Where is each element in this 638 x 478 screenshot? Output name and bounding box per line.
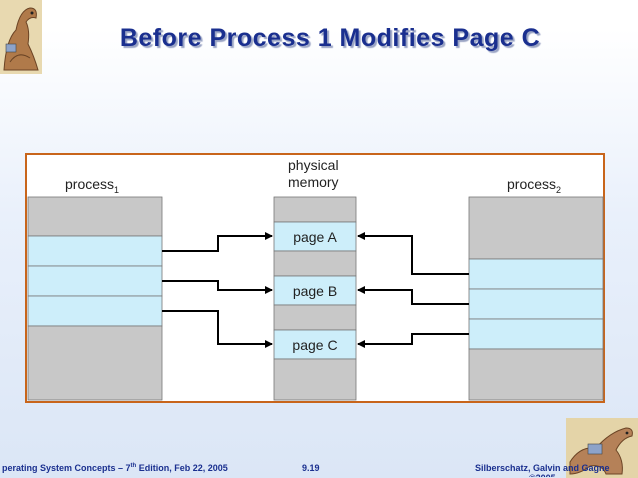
memory-page-a [273,221,357,252]
dinosaur-logo-bottom [566,418,638,478]
memory-block-gap-2 [273,304,357,331]
process2-block-page-b [468,288,604,320]
arrow-p1-page-b [162,280,273,294]
process2-block-top [468,196,604,260]
memory-page-b [273,275,357,306]
process1-block-bottom [27,325,163,401]
memory-page-c [273,329,357,360]
memory-block-gap-1 [273,250,357,277]
slide-title: Before Process 1 Modifies Page C [119,24,541,52]
process1-block-page-b [27,265,163,297]
footer-course-info: perating System Concepts – 7th Edition, … [2,463,228,473]
arrow-p2-page-b [357,286,469,305]
process1-block-page-c [27,295,163,327]
process1-column [27,196,163,401]
memory-page-b-label: page B [293,283,337,299]
arrow-p1-page-c [162,310,273,348]
footer-page-number: 9.19 [302,463,320,473]
physical-memory-label: physical memory [288,157,339,190]
process2-block-bottom [468,348,604,401]
process1-label: process1 [65,176,120,195]
physical-memory-column [273,196,357,401]
arrow-p2-page-a [357,232,469,275]
footer-authors: Silberschatz, Galvin and Gagne ©2005 [475,463,610,477]
dinosaur-logo-top [0,0,42,74]
memory-block-bottom [273,358,357,401]
process2-column [468,196,604,401]
process1-block-top [27,196,163,237]
memory-page-c-label: page C [292,337,337,353]
memory-page-a-label: page A [293,229,337,245]
process2-block-page-c [468,318,604,350]
process1-block-page-a [27,235,163,267]
arrow-p1-page-a [162,232,273,252]
process2-label: process2 [507,176,562,195]
process2-block-page-a [468,258,604,290]
memory-block-top [273,196,357,223]
arrow-p2-page-c [357,333,469,348]
